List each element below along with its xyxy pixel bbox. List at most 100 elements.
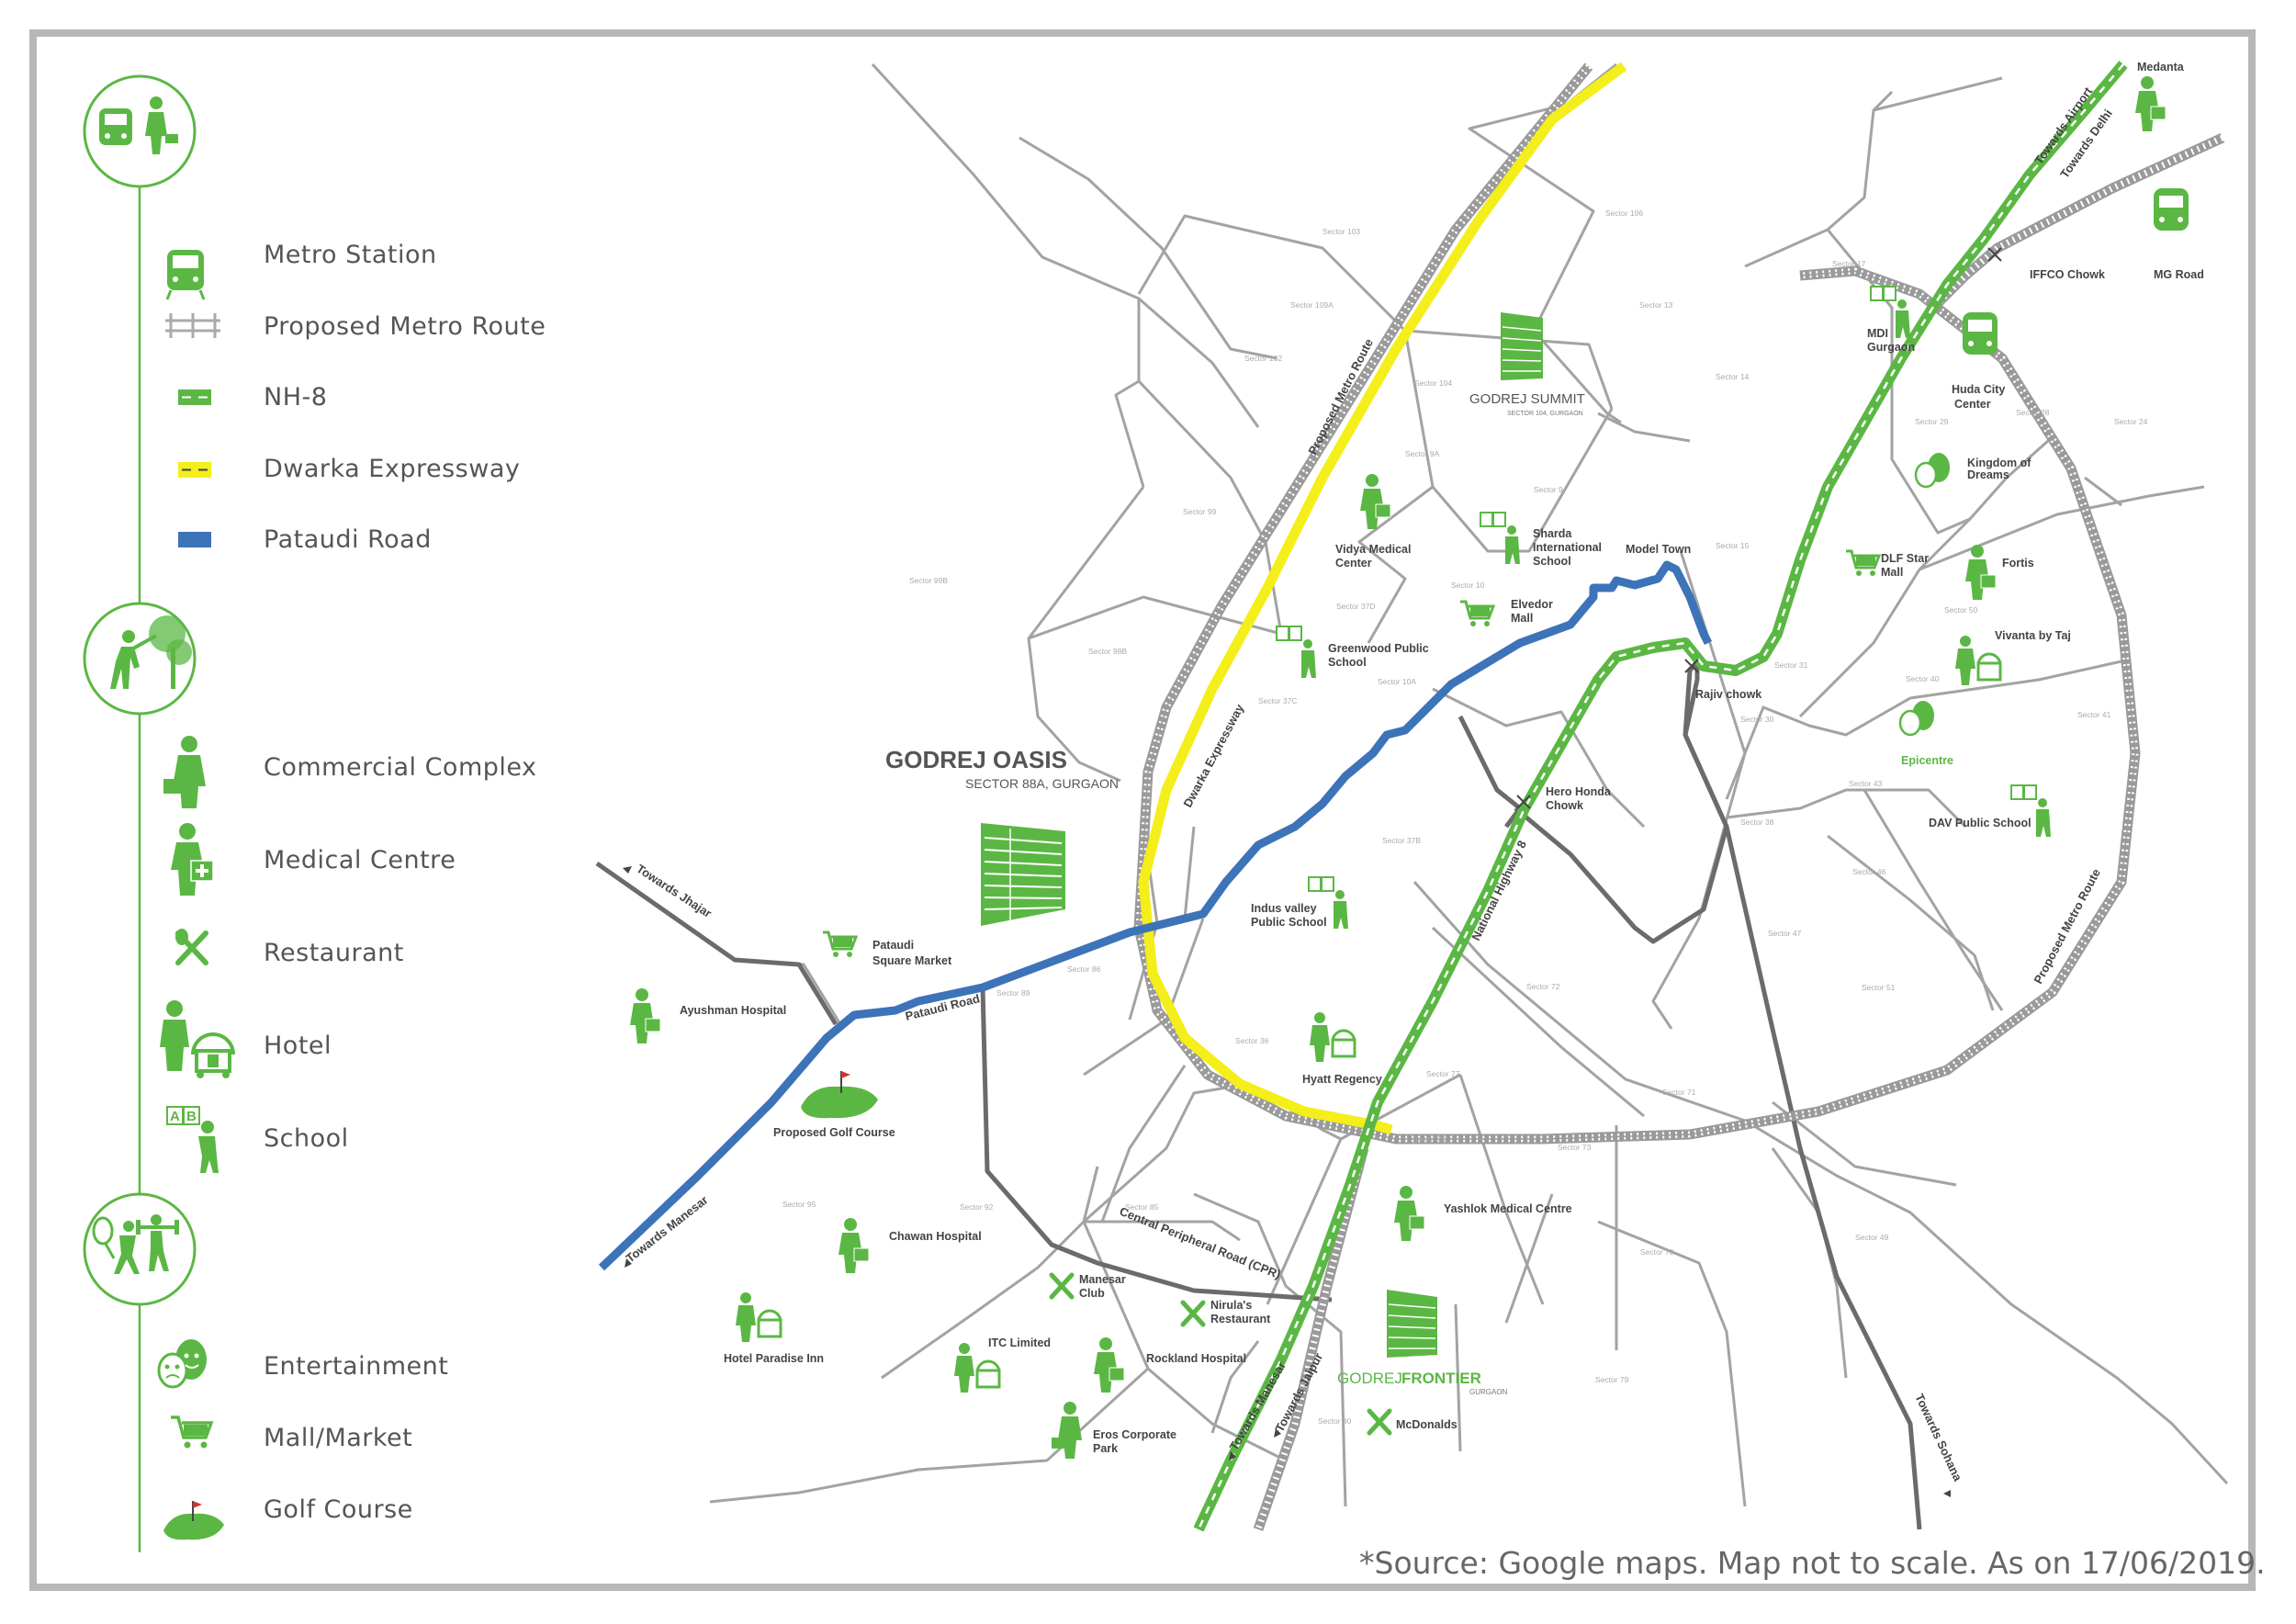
kingdom-label-a: Kingdom of bbox=[1967, 457, 2032, 469]
sector-label: Sector 10 bbox=[1451, 581, 1485, 590]
nirula-restaurant-icon bbox=[1180, 1300, 1206, 1327]
eros-label-b: Park bbox=[1093, 1442, 1118, 1455]
sharda-label-b: International bbox=[1533, 541, 1602, 554]
sector-label: Sector 36 bbox=[1235, 1036, 1269, 1045]
medical-centre-icon bbox=[171, 823, 214, 896]
mdi-label-a: MDI bbox=[1867, 327, 1888, 340]
sector-label: Sector 24 bbox=[2114, 417, 2148, 426]
towards-sohana-label: Towards Sohana bbox=[1912, 1392, 1964, 1483]
dav-school-icon bbox=[2010, 784, 2051, 837]
ayushman-medical-icon bbox=[630, 988, 661, 1043]
sector-label: Sector 30 bbox=[1740, 715, 1774, 724]
manesar-club-icon bbox=[1049, 1272, 1075, 1300]
mdi-label-b: Gurgaon bbox=[1867, 341, 1915, 354]
sector-label: Sector 28 bbox=[2016, 408, 2050, 417]
junction-markers bbox=[1516, 247, 2002, 809]
nirula-label-a: Nirula's bbox=[1210, 1299, 1252, 1312]
paradise-hotel-icon bbox=[736, 1292, 782, 1342]
chawan-label: Chawan Hospital bbox=[889, 1230, 982, 1243]
sector-label: Sector 10A bbox=[1378, 677, 1416, 686]
yashlok-medical-icon bbox=[1394, 1186, 1425, 1241]
sector-label: Sector 95 bbox=[782, 1200, 816, 1209]
sports-category-icon bbox=[83, 1192, 197, 1306]
huda-label-a: Huda City bbox=[1952, 383, 2005, 396]
indus-school-icon bbox=[1308, 876, 1348, 929]
legend-label-metro-station: Metro Station bbox=[264, 241, 437, 269]
pataudi-swatch-icon bbox=[178, 532, 211, 547]
sector-label: Sector 43 bbox=[1849, 779, 1883, 788]
elvedor-mall-icon bbox=[1460, 600, 1496, 626]
sector-label: Sector 73 bbox=[1558, 1143, 1592, 1152]
greenwood-school-icon bbox=[1276, 626, 1316, 678]
hero-honda-label-a: Hero Honda bbox=[1546, 785, 1612, 798]
sector-label: Sector 109A bbox=[1290, 300, 1334, 310]
medanta-medical-icon bbox=[2135, 76, 2167, 131]
sector-label: Sector 98B bbox=[1088, 647, 1127, 656]
godrej-frontier-sub: GURGAON bbox=[1469, 1388, 1508, 1396]
sector-label: Sector 76 bbox=[1412, 1134, 1446, 1144]
hyatt-hotel-icon bbox=[1310, 1012, 1356, 1062]
greenwood-label-a: Greenwood Public bbox=[1328, 642, 1429, 655]
eros-commercial-icon bbox=[1052, 1402, 1082, 1459]
poi-icons bbox=[630, 76, 2167, 1459]
godrej-frontier-building-icon bbox=[1387, 1290, 1437, 1358]
legend-label-school: School bbox=[264, 1124, 349, 1153]
pataudi-market-label-b: Square Market bbox=[872, 954, 952, 967]
hyatt-label: Hyatt Regency bbox=[1302, 1073, 1382, 1086]
golf-course-label: Proposed Golf Course bbox=[773, 1126, 895, 1139]
greenwood-label-b: School bbox=[1328, 656, 1367, 669]
svg-text:A: A bbox=[170, 1109, 180, 1124]
dwarka-road-label: Dwarka Expressway bbox=[1180, 701, 1246, 809]
proposed-metro-route bbox=[1133, 62, 2225, 1531]
direction-arrows bbox=[623, 866, 1951, 1497]
sector-label: Sector 77 bbox=[1426, 1069, 1460, 1078]
hotel-icon bbox=[160, 1000, 235, 1078]
legend-label-golf-course: Golf Course bbox=[264, 1495, 413, 1524]
godrej-frontier-label-b: FRONTIER bbox=[1401, 1370, 1481, 1387]
sector-label: Sector 89 bbox=[996, 988, 1030, 998]
legend: A B bbox=[83, 74, 235, 1552]
entertainment-icon bbox=[157, 1339, 207, 1389]
lifestyle-category-icon bbox=[83, 602, 197, 716]
sector-label: Sector 70 bbox=[1640, 1247, 1674, 1257]
commercial-complex-icon bbox=[163, 736, 206, 808]
sector-label: Sector 71 bbox=[1662, 1088, 1696, 1097]
indus-label-a: Indus valley bbox=[1251, 902, 1317, 915]
sector-label: Sector 47 bbox=[1768, 929, 1802, 938]
sector-label: Sector 46 bbox=[1852, 867, 1886, 876]
metro-station-icon bbox=[165, 250, 206, 300]
sector-label: Sector 37C bbox=[1258, 696, 1298, 705]
vidya-label-b: Center bbox=[1335, 557, 1372, 570]
vivanta-label: Vivanta by Taj bbox=[1995, 629, 2071, 642]
manesar-club-label-a: Manesar bbox=[1079, 1273, 1126, 1286]
paradise-label: Hotel Paradise Inn bbox=[724, 1352, 824, 1365]
model-town-label: Model Town bbox=[1626, 543, 1691, 556]
dlf-label-a: DLF Star bbox=[1881, 552, 1929, 565]
svg-text:B: B bbox=[186, 1109, 197, 1124]
towards-manesar-label-2: Towards Manesar bbox=[1227, 1359, 1289, 1453]
epicentre-label: Epicentre bbox=[1901, 754, 1953, 767]
godrej-oasis-building-icon bbox=[981, 823, 1065, 926]
legend-label-proposed-metro-route: Proposed Metro Route bbox=[264, 312, 546, 341]
vivanta-hotel-icon bbox=[1955, 636, 2002, 685]
nirula-label-b: Restaurant bbox=[1210, 1313, 1271, 1325]
school-icon: A B bbox=[166, 1106, 219, 1173]
legend-label-medical-centre: Medical Centre bbox=[264, 846, 456, 874]
sector-label: Sector 14 bbox=[1716, 372, 1750, 381]
sector-label: Sector 50 bbox=[1944, 605, 1978, 615]
project-location: SECTOR 88A, GURGAON bbox=[965, 776, 1119, 791]
sharda-label-a: Sharda bbox=[1533, 527, 1572, 540]
legend-label-entertainment: Entertainment bbox=[264, 1352, 449, 1381]
dwarka-swatch-icon bbox=[178, 462, 211, 478]
godrej-summit-label: GODREJ SUMMIT bbox=[1469, 391, 1585, 407]
source-note: *Source: Google maps. Map not to scale. … bbox=[1359, 1545, 2266, 1581]
eros-label-a: Eros Corporate bbox=[1093, 1428, 1176, 1441]
project-name: GODREJ OASIS bbox=[885, 746, 1067, 773]
sector-label: Sector 80 bbox=[1318, 1416, 1352, 1426]
rockland-label: Rockland Hospital bbox=[1146, 1352, 1246, 1365]
sector-label: Sector 9 bbox=[1534, 485, 1563, 494]
mall-market-icon bbox=[171, 1415, 214, 1449]
vidya-medical-icon bbox=[1360, 474, 1391, 529]
mcdonalds-restaurant-icon bbox=[1367, 1408, 1392, 1436]
towards-jhajar-label: Towards Jhajar bbox=[634, 862, 714, 920]
